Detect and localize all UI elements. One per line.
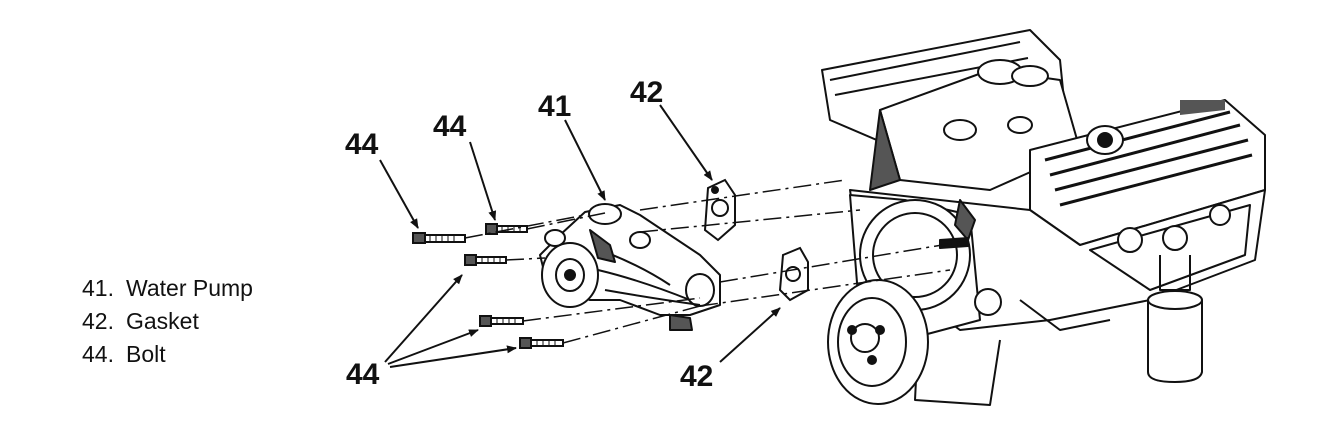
legend-item-bolt: 44. Bolt: [82, 338, 253, 371]
water-pump: [539, 203, 721, 331]
callout-bolts-lower: 44: [346, 358, 380, 391]
alignment-centerlines: [464, 179, 961, 344]
callout-gasket-upper: 42: [630, 76, 664, 109]
legend-item-gasket: 42. Gasket: [82, 305, 253, 338]
legend-number: 41.: [82, 275, 114, 301]
gasket-upper: [703, 178, 736, 242]
bolt-5: [519, 337, 564, 349]
callout-bolt-upper: 44: [433, 110, 467, 143]
callout-bolt-left: 44: [345, 128, 379, 161]
legend-number: 44.: [82, 341, 114, 367]
leader-arrows: [379, 104, 781, 368]
legend-item-water-pump: 41. Water Pump: [82, 272, 253, 305]
bolts: [412, 223, 564, 349]
legend-number: 42.: [82, 308, 114, 334]
legend-label: Water Pump: [126, 275, 253, 301]
bolt-4: [479, 315, 524, 327]
bolt-1: [412, 232, 466, 244]
legend-label: Bolt: [126, 341, 166, 367]
callout-gasket-lower: 42: [680, 360, 714, 393]
legend-label: Gasket: [126, 308, 199, 334]
callout-water-pump: 41: [538, 90, 572, 123]
engine-block: [821, 29, 1266, 406]
bolt-3: [464, 254, 507, 266]
parts-legend: 41. Water Pump 42. Gasket 44. Bolt: [82, 272, 253, 371]
bolt-2: [485, 223, 528, 235]
